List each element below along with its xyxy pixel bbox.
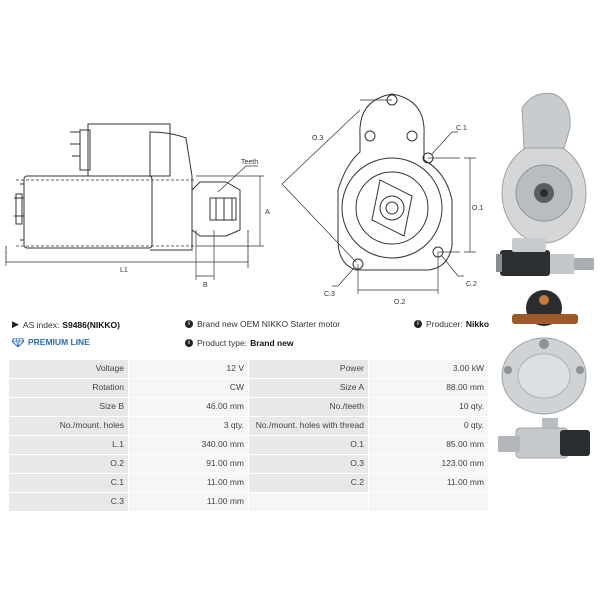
spec-value: 46.00 mm (128, 397, 249, 417)
diamond-icon (12, 337, 24, 347)
spec-label: O.3 (248, 454, 369, 474)
info-icon: i (185, 339, 193, 347)
spec-value (368, 492, 489, 512)
spec-label: Size B (8, 397, 129, 417)
product-type: i Product type: Brand new (185, 338, 294, 348)
spec-label: L.1 (8, 435, 129, 455)
spec-label: Size A (248, 378, 369, 398)
spec-label: C.2 (248, 473, 369, 493)
producer-value: Nikko (465, 319, 490, 329)
tag-icon: ▶ (12, 319, 19, 329)
label-o2: O.2 (394, 299, 405, 306)
as-index: ▶ AS index: S9486(NIKKO) (12, 319, 120, 330)
product-type-value: Brand new (250, 338, 294, 348)
photo-solenoid-rear (512, 290, 578, 326)
spec-value: 3 qty. (128, 416, 249, 436)
spec-value: 11.00 mm (128, 473, 249, 493)
photo-angle-motor (498, 418, 590, 459)
spec-value: 3.00 kW (368, 359, 489, 379)
label-a: A (265, 209, 270, 216)
info-icon: i (414, 320, 422, 328)
spec-value: 10 qty. (368, 397, 489, 417)
spec-label: O.2 (8, 454, 129, 474)
premium-line-badge: PREMIUM LINE (12, 337, 90, 347)
spec-value: 123.00 mm (368, 454, 489, 474)
as-index-value: S9486(NIKKO) (62, 319, 120, 330)
technical-drawing: Teeth A B L1 O.3 C.1 O.1 C.2 C.3 O.2 (5, 93, 483, 306)
photo-side-motor (496, 238, 594, 276)
spec-label: No./mount. holes with thread (248, 416, 369, 436)
spec-label: C.1 (8, 473, 129, 493)
label-c3: C.3 (324, 291, 335, 298)
spec-label: C.3 (8, 492, 129, 512)
spec-value: 88.00 mm (368, 378, 489, 398)
spec-label: Voltage (8, 359, 129, 379)
spec-label: No./teeth (248, 397, 369, 417)
photo-front-flange (501, 92, 587, 244)
producer: i Producer: Nikko (414, 319, 489, 329)
spec-label: Power (248, 359, 369, 379)
label-l1: L1 (120, 267, 128, 274)
as-index-label: AS index: (22, 319, 60, 330)
product-type-label: Product type: (197, 338, 248, 348)
spec-label: No./mount. holes (8, 416, 129, 436)
spec-value: 85.00 mm (368, 435, 489, 455)
spec-value: 0 qty. (368, 416, 489, 436)
info-icon: i (185, 320, 193, 328)
spec-value: 12 V (128, 359, 249, 379)
spec-value: 11.00 mm (368, 473, 489, 493)
label-c2: C.2 (466, 281, 477, 288)
photo-rear-cover (501, 337, 587, 415)
label-c1: C.1 (456, 125, 467, 132)
spec-value: CW (128, 378, 249, 398)
label-o3: O.3 (312, 135, 323, 142)
product-photos (496, 92, 594, 459)
label-teeth: Teeth (241, 159, 258, 166)
description-text: Brand new OEM NIKKO Starter motor (197, 319, 341, 329)
spec-value: 340.00 mm (128, 435, 249, 455)
label-b: B (203, 282, 208, 289)
spec-label: O.1 (248, 435, 369, 455)
producer-label: Producer: (426, 319, 463, 329)
spec-value: 91.00 mm (128, 454, 249, 474)
spec-label: Rotation (8, 378, 129, 398)
spec-value: 11.00 mm (128, 492, 249, 512)
description: i Brand new OEM NIKKO Starter motor (185, 319, 340, 329)
premium-line-label: PREMIUM LINE (28, 337, 90, 347)
spec-label (248, 492, 369, 512)
label-o1: O.1 (472, 205, 483, 212)
